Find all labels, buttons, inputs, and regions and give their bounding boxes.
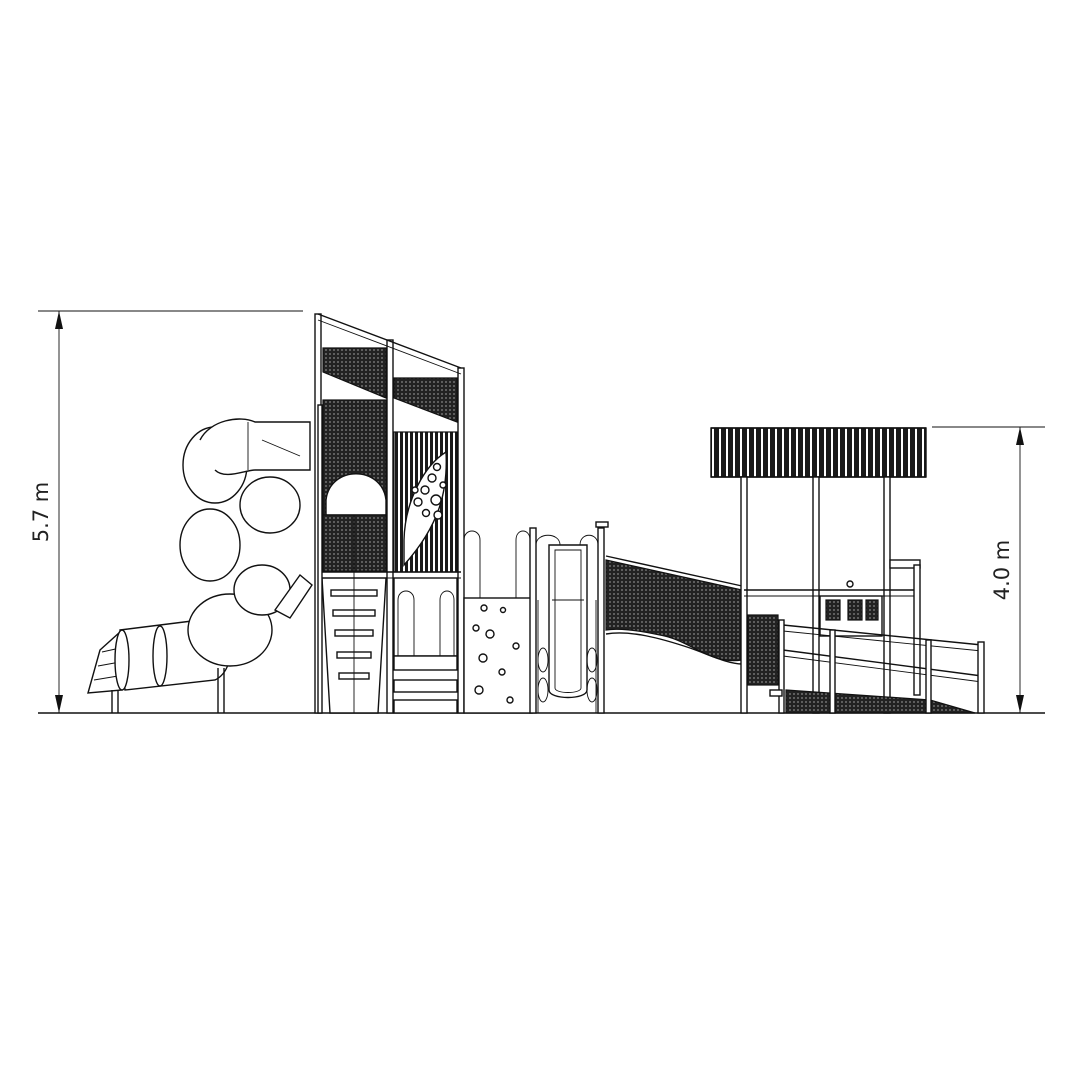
tall-tower [314, 313, 465, 714]
net-bridge [605, 555, 743, 665]
left-height-dimension: 5.7 m [29, 310, 303, 713]
roofed-tower [710, 427, 985, 714]
spinner-panel [411, 462, 447, 520]
ramp-handrails [778, 619, 985, 714]
loop-rails [537, 647, 598, 703]
left-height-label: 5.7 m [29, 482, 53, 543]
spiral-tube-slide [87, 418, 313, 713]
climbing-holds [472, 604, 520, 704]
climbing-wall [463, 530, 533, 714]
right-height-label: 4.0 m [990, 540, 1014, 601]
straight-slide-section [529, 521, 609, 714]
right-height-dimension: 4.0 m [932, 426, 1045, 713]
